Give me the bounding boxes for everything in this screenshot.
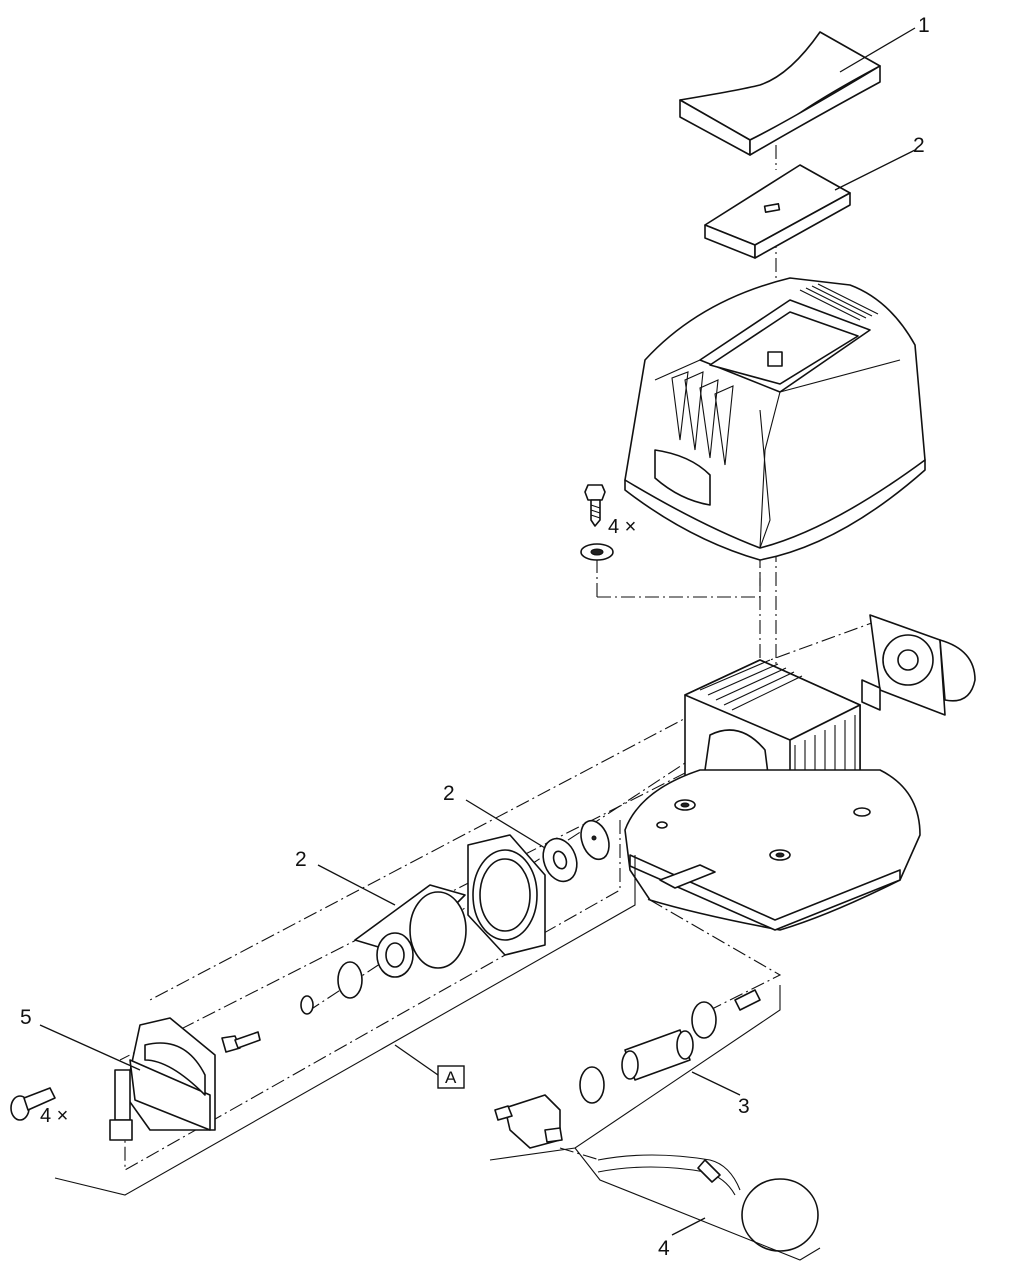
- valve-disc: [580, 819, 610, 861]
- callout-diaphragm-set: 2: [295, 848, 307, 871]
- view-marker-box: [437, 1065, 465, 1089]
- side-pump-head: [861, 614, 976, 716]
- filter-plate: [704, 164, 851, 259]
- diaphragm-ring: [542, 837, 578, 883]
- motor-fins-top: [699, 659, 803, 711]
- housing-cover: [624, 277, 926, 561]
- base-plate: [624, 769, 921, 931]
- callout-diaphragm-ring: 2: [443, 782, 455, 805]
- cover-top-fins: [799, 283, 879, 321]
- callout-pump-head: 5: [20, 1006, 32, 1029]
- cover-screws-quantity: 4 ×: [608, 516, 636, 538]
- callout-filter-plate: 2: [913, 134, 925, 157]
- filter-top-foam: [679, 31, 881, 156]
- pump-chamber-flange: [467, 834, 546, 956]
- cover-washer: [580, 543, 614, 561]
- callout-float-ball: 4: [658, 1237, 670, 1260]
- valve-set: [494, 989, 761, 1149]
- cover-screw: [584, 484, 606, 527]
- diaphragm-set: [300, 884, 467, 1015]
- head-mount-screw: [10, 1087, 56, 1121]
- head-screw: [221, 1031, 261, 1053]
- float-ball: [597, 1154, 819, 1252]
- cover-vent-slots: [671, 371, 734, 466]
- leader-lines: [39, 27, 916, 1236]
- view-marker-label: A: [445, 1068, 457, 1087]
- callout-filter-top: 1: [918, 14, 930, 37]
- head-screws-quantity: 4 ×: [40, 1105, 68, 1127]
- callout-valve-set: 3: [738, 1095, 750, 1118]
- pump-head: [109, 1017, 216, 1141]
